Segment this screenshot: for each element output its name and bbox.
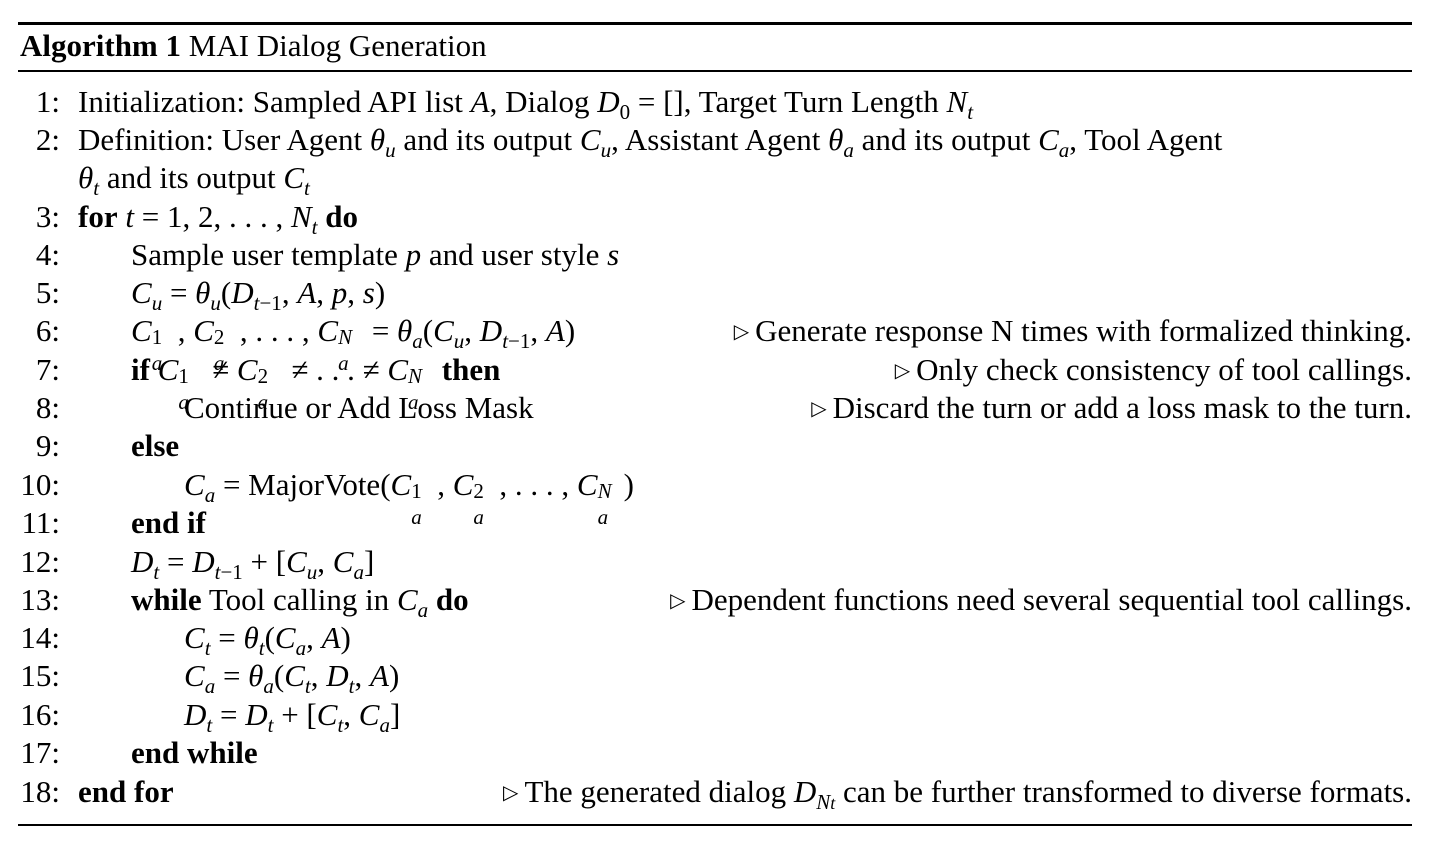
algorithm-line-8: 8: Continue or Add Loss Mask ▷Discard th… [18, 389, 1412, 427]
comment-triangle-icon: ▷ [670, 590, 686, 612]
line-number: 15: [20, 658, 60, 693]
line-comment: ▷Generate response N times with formaliz… [734, 312, 1412, 354]
line-comment: ▷Discard the turn or add a loss mask to … [811, 389, 1412, 431]
line-body: Initialization: Sampled API list A, Dial… [78, 84, 974, 124]
caption-rule [18, 70, 1412, 72]
line-number: 8: [35, 390, 60, 425]
algorithm-line-18: 18: end for ▷The generated dialog DNt ca… [18, 773, 1412, 813]
algorithm-line-16: 16: Dt = Dt + [Ct, Ca] [18, 696, 1412, 737]
line-body: Sample user template p and user style s [131, 237, 620, 272]
line-number: 6: [35, 313, 60, 348]
line-body: Continue or Add Loss Mask [184, 390, 534, 425]
line-number: 9: [35, 428, 60, 463]
algorithm-title: MAI Dialog Generation [188, 28, 487, 63]
line-body: θt and its output Ct [78, 160, 310, 200]
line-number: 2: [35, 122, 60, 157]
line-number: 7: [35, 352, 60, 387]
line-body: Dt = Dt−1 + [Cu, Ca] [131, 544, 375, 584]
algorithm-caption: Algorithm 1 MAI Dialog Generation [20, 27, 487, 65]
line-body: while Tool calling in Ca do [131, 582, 469, 622]
line-number: 18: [20, 774, 60, 809]
line-body: Ct = θt(Ca, A) [184, 620, 351, 660]
line-body: else [131, 428, 180, 463]
algorithm-line-2: 2: Definition: User Agent θu and its out… [18, 121, 1412, 162]
comment-triangle-icon: ▷ [503, 782, 519, 804]
line-number: 14: [20, 620, 60, 655]
algorithm-line-12: 12: Dt = Dt−1 + [Cu, Ca] [18, 543, 1412, 584]
algorithm-line-2-cont: θt and its output Ct [18, 159, 1412, 200]
line-number: 12: [20, 544, 60, 579]
algorithm-line-3: 3: for t = 1, 2, . . . , Nt do [18, 198, 1412, 239]
line-body: Ca = θa(Ct, Dt, A) [184, 658, 400, 698]
algorithm-line-13: 13: while Tool calling in Ca do ▷Depende… [18, 581, 1412, 622]
line-number: 1: [35, 84, 60, 119]
line-body: Cu = θu(Dt−1, A, p, s) [131, 275, 386, 315]
line-body: for t = 1, 2, . . . , Nt do [78, 199, 358, 239]
line-number: 5: [35, 275, 60, 310]
line-body: end if [131, 505, 206, 540]
algorithm-line-14: 14: Ct = θt(Ca, A) [18, 619, 1412, 660]
comment-triangle-icon: ▷ [733, 321, 750, 343]
comment-triangle-icon: ▷ [894, 360, 911, 382]
algorithm-line-5: 5: Cu = θu(Dt−1, A, p, s) [18, 274, 1412, 315]
line-number: 17: [20, 735, 60, 770]
algorithm-block: Algorithm 1 MAI Dialog Generation 1: Ini… [18, 0, 1412, 849]
line-number: 10: [20, 467, 60, 502]
line-body: end while [131, 735, 258, 770]
comment-triangle-icon: ▷ [811, 398, 827, 420]
algorithm-line-11: 11: end if [18, 504, 1412, 542]
algorithm-line-1: 1: Initialization: Sampled API list A, D… [18, 83, 1412, 124]
algorithm-line-9: 9: else [18, 427, 1412, 465]
line-number: 3: [35, 199, 60, 234]
algorithm-label: Algorithm 1 [20, 28, 182, 63]
line-comment: ▷Dependent functions need several sequen… [670, 581, 1412, 623]
line-comment: ▷The generated dialog DNt can be further… [503, 774, 1412, 814]
line-number: 16: [20, 697, 60, 732]
line-number: 13: [20, 582, 60, 617]
bottom-rule [18, 824, 1412, 826]
line-body: Dt = Dt + [Ct, Ca] [184, 697, 401, 737]
top-rule [18, 22, 1412, 25]
algorithm-line-15: 15: Ca = θa(Ct, Dt, A) [18, 657, 1412, 698]
line-body: end for [78, 774, 174, 809]
line-number: 4: [35, 237, 60, 272]
algorithm-line-17: 17: end while [18, 734, 1412, 772]
line-number: 11: [21, 505, 60, 540]
algorithm-line-4: 4: Sample user template p and user style… [18, 236, 1412, 274]
line-body: Definition: User Agent θu and its output… [78, 122, 1223, 162]
line-comment: ▷Only check consistency of tool callings… [895, 351, 1412, 393]
